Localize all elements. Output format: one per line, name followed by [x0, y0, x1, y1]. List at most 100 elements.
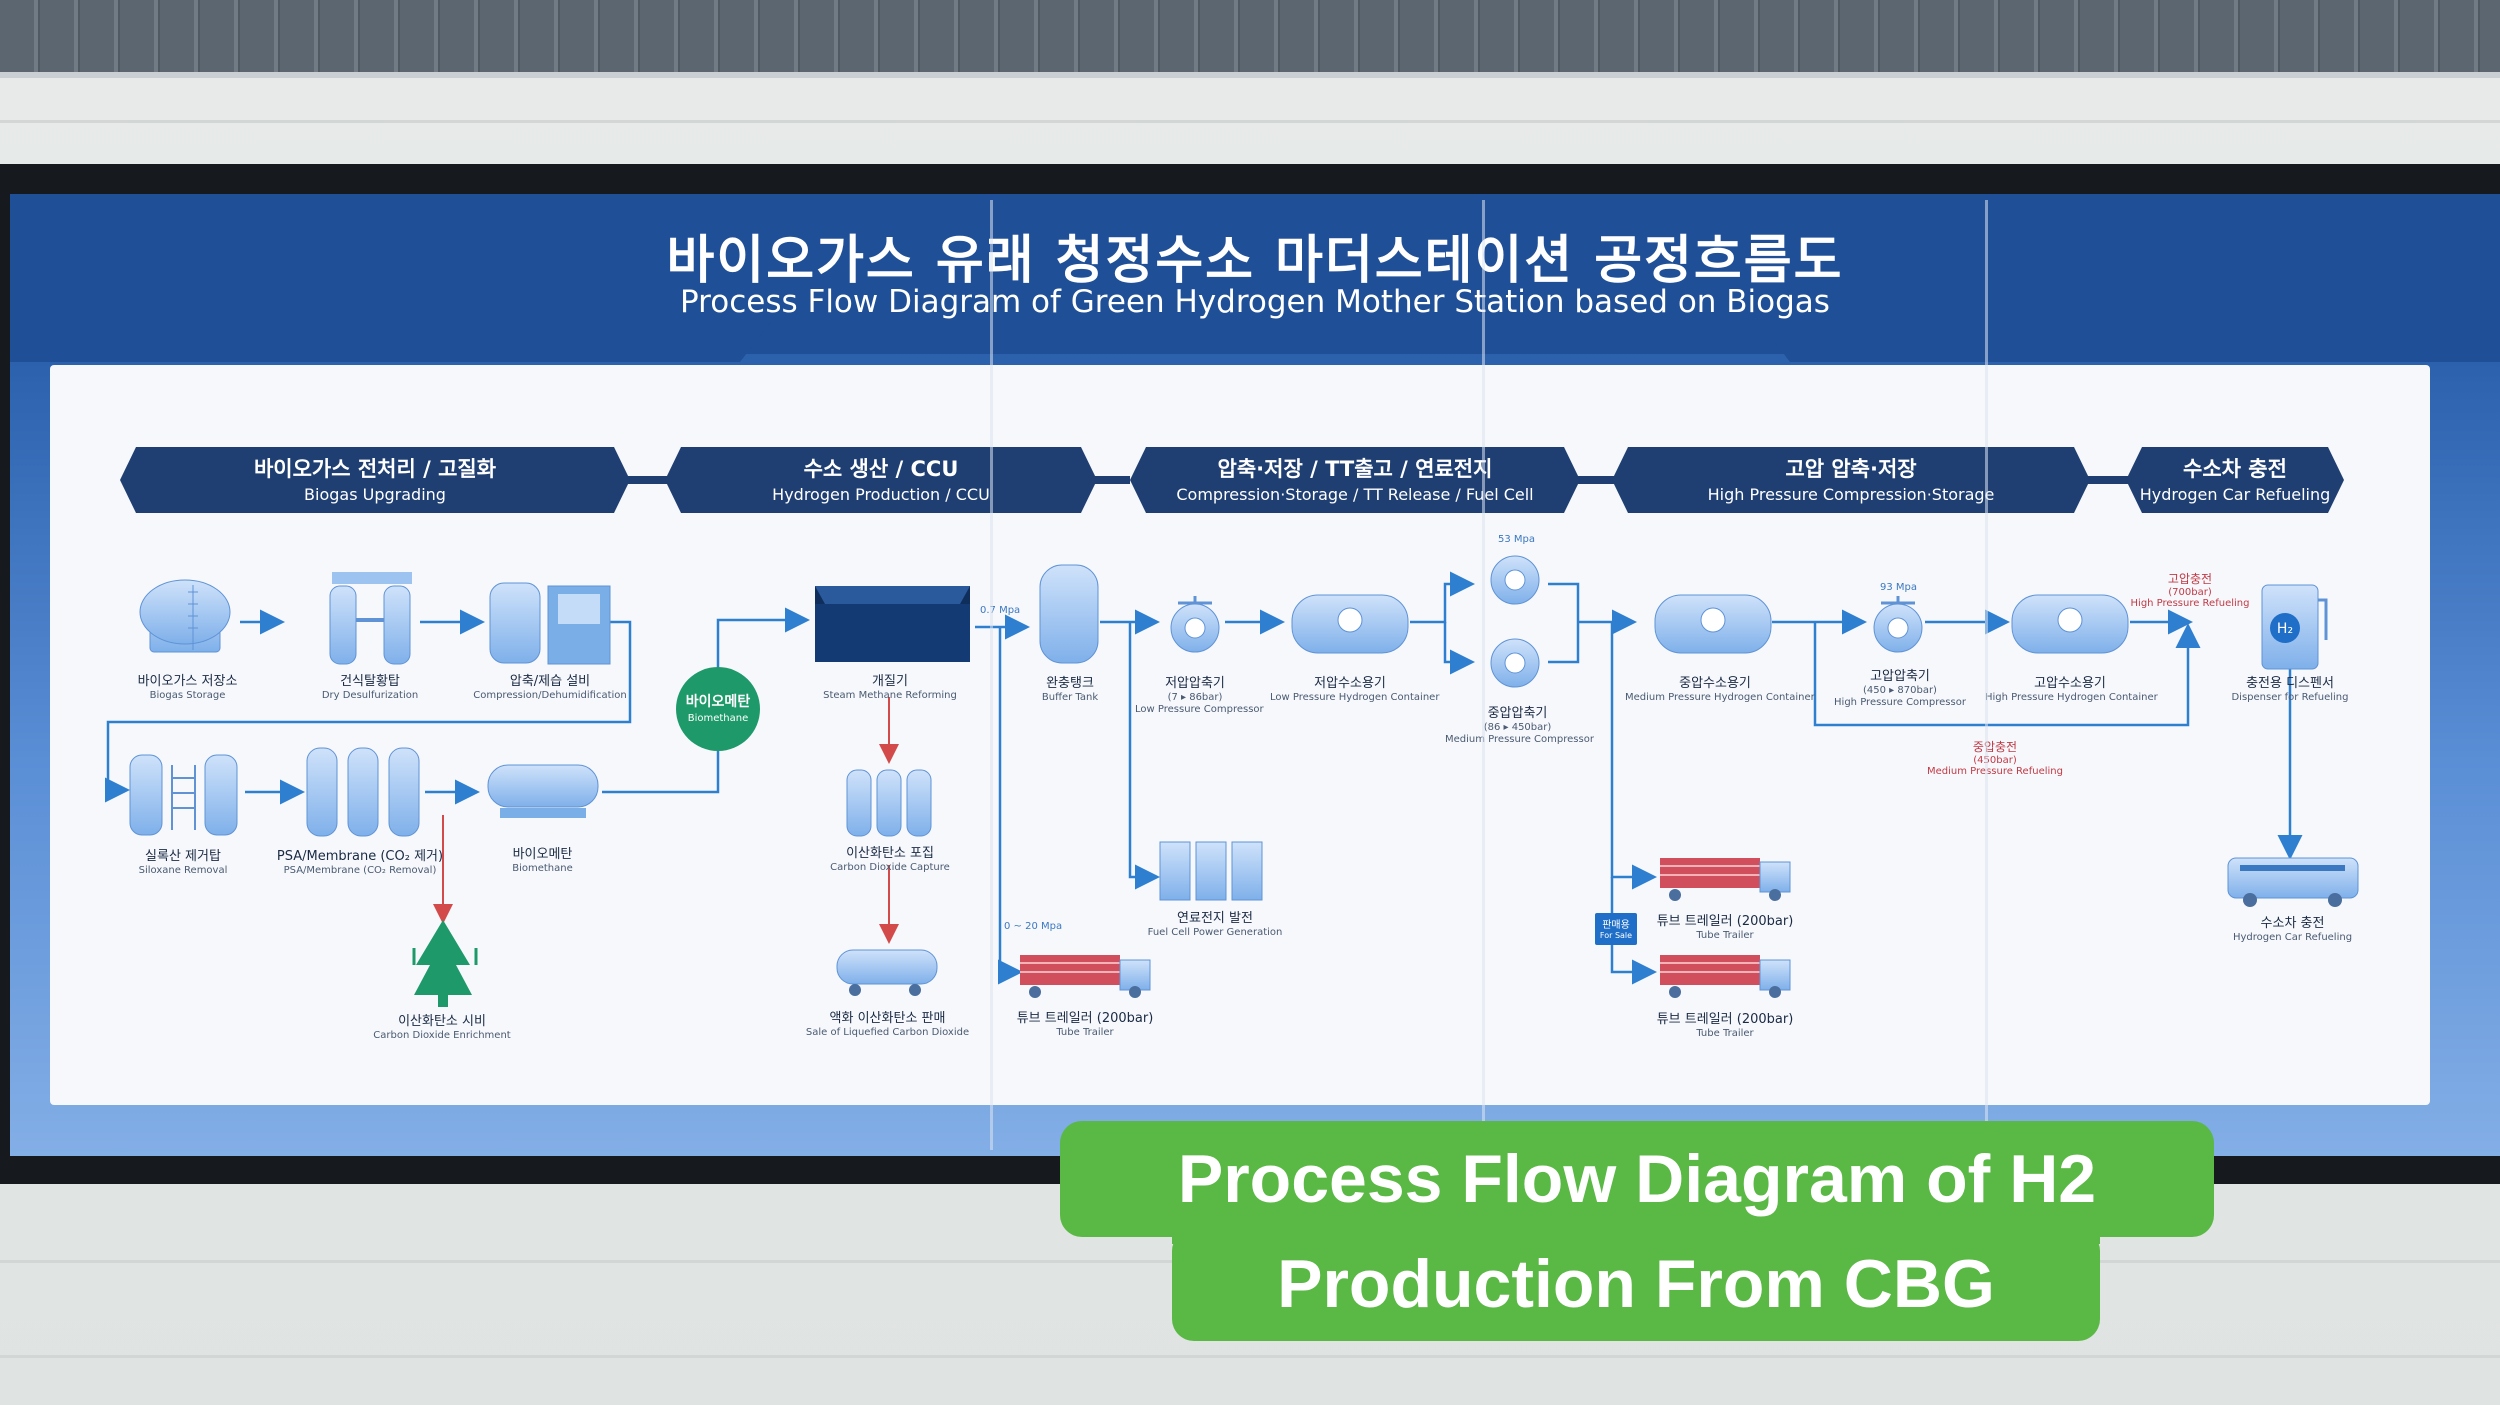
label-en: Carbon Dioxide Capture	[830, 862, 950, 873]
stage-title-en: Hydrogen Production / CCU	[772, 485, 990, 504]
label-en: Biogas Storage	[149, 690, 226, 701]
label-en: Sale of Liquefied Carbon Dioxide	[805, 1027, 970, 1038]
note-bar: (450bar)	[1973, 755, 2017, 766]
hydrogen-bus-icon	[2227, 857, 2359, 907]
label-en: Steam Methane Reforming	[823, 690, 957, 701]
label-dispenser: 충전용 디스펜서 Dispenser for Refueling	[2225, 672, 2355, 703]
label-en: PSA/Membrane (CO₂ Removal)	[283, 865, 437, 876]
diagram-title-english: Process Flow Diagram of Green Hydrogen M…	[680, 284, 1830, 320]
label-en: Low Pressure Hydrogen Container	[1270, 692, 1440, 703]
label-ko: PSA/Membrane (CO₂ 제거)	[276, 849, 444, 864]
label-range: (7 ▸ 86bar)	[1167, 692, 1223, 703]
label-en: Carbon Dioxide Enrichment	[373, 1030, 511, 1041]
for-sale-badge: 판매용 For Sale	[1595, 913, 1637, 945]
label-steam-methane-reforming: 개질기 Steam Methane Reforming	[820, 670, 960, 701]
note-ko: 중압충전	[1972, 740, 2018, 754]
label-ko: 이산화탄소 시비	[398, 1014, 486, 1029]
label-ko: 연료전지 발전	[1177, 911, 1253, 926]
label-fuel-cell: 연료전지 발전 Fuel Cell Power Generation	[1145, 907, 1285, 938]
label-mp-compressor: 중압압축기 (86 ▸ 450bar) Medium Pressure Comp…	[1445, 702, 1594, 745]
stage-title-ko: 바이오가스 전처리 / 고질화	[253, 457, 497, 481]
label-ko: 튜브 트레일러 (200bar)	[1656, 914, 1794, 929]
label-ko: 실록산 제거탑	[145, 849, 221, 864]
stage-connector	[1090, 476, 1130, 484]
co2-enrichment-tree-icon	[412, 920, 478, 1007]
label-ko: 바이오가스 저장소	[137, 674, 238, 689]
badge-en: Biomethane	[687, 713, 749, 724]
stage-title-en: Compression·Storage / TT Release / Fuel …	[1176, 485, 1534, 504]
co2-capture-icon	[846, 769, 932, 837]
caption-line-2: Production From CBG	[1172, 1229, 2100, 1341]
stage-connector	[2080, 476, 2130, 484]
label-en: Biomethane	[512, 863, 573, 874]
high-pressure-refueling-note: 고압충전 (700bar) High Pressure Refueling	[2120, 570, 2260, 609]
buffer-tank-icon	[1039, 564, 1099, 664]
wall-seam	[0, 120, 2500, 123]
label-ko: 개질기	[872, 674, 908, 689]
badge-en: For Sale	[1599, 931, 1633, 940]
pressure-note: 93 Mpa	[1880, 582, 1918, 593]
header-wave	[10, 300, 2500, 362]
stage-compression-storage: 압축·저장 / TT출고 / 연료전지 Compression·Storage …	[1130, 447, 1580, 513]
board-seam	[1482, 200, 1485, 1150]
label-tube-trailer: 튜브 트레일러 (200bar) Tube Trailer	[1650, 910, 1800, 941]
stage-biogas-upgrading: 바이오가스 전처리 / 고질화 Biogas Upgrading	[120, 447, 630, 513]
stage-connector	[620, 476, 670, 484]
label-mp-container: 중압수소용기 Medium Pressure Hydrogen Containe…	[1625, 672, 1815, 703]
roof-panels	[0, 0, 2500, 72]
badge-ko: 판매용	[1602, 920, 1630, 931]
label-en: Medium Pressure Hydrogen Container	[1625, 692, 1815, 703]
tube-trailer-icon	[1660, 955, 1791, 998]
label-tube-trailer: 튜브 트레일러 (200bar) Tube Trailer	[1010, 1007, 1160, 1038]
badge-ko: 바이오메탄	[685, 694, 751, 710]
hp-compressor-icon	[1873, 596, 1923, 653]
label-ko: 고압압축기	[1870, 669, 1930, 684]
label-ko: 바이오메탄	[512, 847, 573, 862]
label-ko: 고압수소용기	[2034, 676, 2106, 691]
board-seam	[1985, 200, 1988, 1150]
label-en: Tube Trailer	[1056, 1027, 1114, 1038]
wall-seam	[0, 1355, 2500, 1358]
label-ko: 압축/제습 설비	[509, 674, 591, 689]
stage-title-en: High Pressure Compression·Storage	[1707, 485, 1995, 504]
caption-line-1: Process Flow Diagram of H2	[1060, 1121, 2214, 1237]
label-en: Hydrogen Car Refueling	[2232, 932, 2353, 943]
label-en: Tube Trailer	[1696, 1028, 1754, 1039]
pressure-note: 0.7 Mpa	[980, 605, 1021, 616]
stage-car-refueling: 수소차 충전 Hydrogen Car Refueling	[2126, 447, 2344, 513]
label-en: Dry Desulfurization	[321, 690, 419, 701]
label-ko: 건식탈황탑	[340, 674, 400, 689]
label-en: Buffer Tank	[1041, 692, 1099, 703]
tube-trailer-icon	[1660, 858, 1791, 901]
note-ko: 고압충전	[2167, 572, 2213, 586]
label-ko: 완충탱크	[1046, 676, 1094, 691]
compressor-dehumidifier-icon	[489, 582, 611, 665]
label-ko: 중압압축기	[1487, 706, 1548, 721]
label-hp-container: 고압수소용기 High Pressure Hydrogen Container	[1985, 672, 2158, 703]
medium-pressure-refueling-note: 중압충전 (450bar) Medium Pressure Refueling	[1915, 738, 2075, 777]
stage-hydrogen-production: 수소 생산 / CCU Hydrogen Production / CCU	[665, 447, 1097, 513]
label-ko: 튜브 트레일러 (200bar)	[1656, 1012, 1794, 1027]
stage-high-pressure: 고압 압축·저장 High Pressure Compression·Stora…	[1612, 447, 2090, 513]
label-ko: 저압수소용기	[1314, 676, 1386, 691]
lp-compressor-icon	[1170, 596, 1220, 653]
note-en: High Pressure Refueling	[2130, 598, 2250, 609]
label-ko: 튜브 트레일러 (200bar)	[1016, 1011, 1154, 1026]
label-range: (86 ▸ 450bar)	[1483, 722, 1552, 733]
label-en: Low Pressure Compressor	[1135, 704, 1264, 715]
label-dry-desulfurization: 건식탈황탑 Dry Desulfurization	[305, 670, 435, 701]
dispenser-icon	[2261, 584, 2328, 670]
pressure-note: 0 ~ 20 Mpa	[1004, 921, 1063, 932]
note-bar: (700bar)	[2168, 587, 2212, 598]
co2-flow-lines	[433, 697, 899, 944]
label-car-refueling: 수소차 충전 Hydrogen Car Refueling	[2225, 912, 2360, 943]
board-seam	[990, 200, 993, 1150]
reformer-icon	[815, 586, 970, 662]
label-ko: 중압수소용기	[1679, 676, 1751, 691]
lp-container-icon	[1291, 594, 1409, 654]
roof-trim	[0, 72, 2500, 78]
stage-connector	[1570, 476, 1620, 484]
label-buffer-tank: 완충탱크 Buffer Tank	[1030, 672, 1110, 703]
label-en: Compression/Dehumidification	[473, 690, 627, 701]
flow-lines	[105, 571, 2303, 985]
